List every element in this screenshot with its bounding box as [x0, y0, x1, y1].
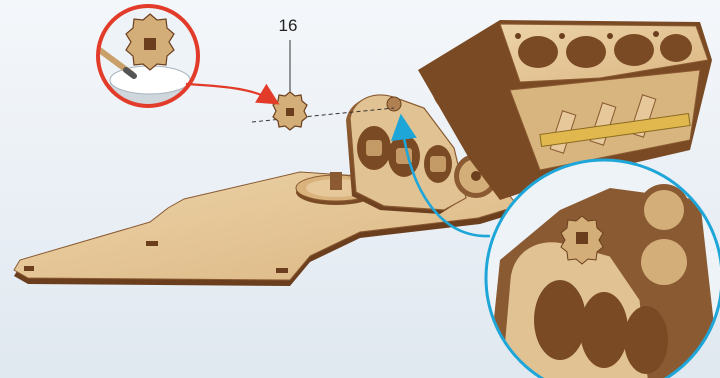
glue-arrow: [186, 84, 272, 100]
shaft-end: [387, 97, 401, 111]
part-number-label: 16: [276, 16, 300, 36]
glue-callout: [86, 6, 272, 106]
